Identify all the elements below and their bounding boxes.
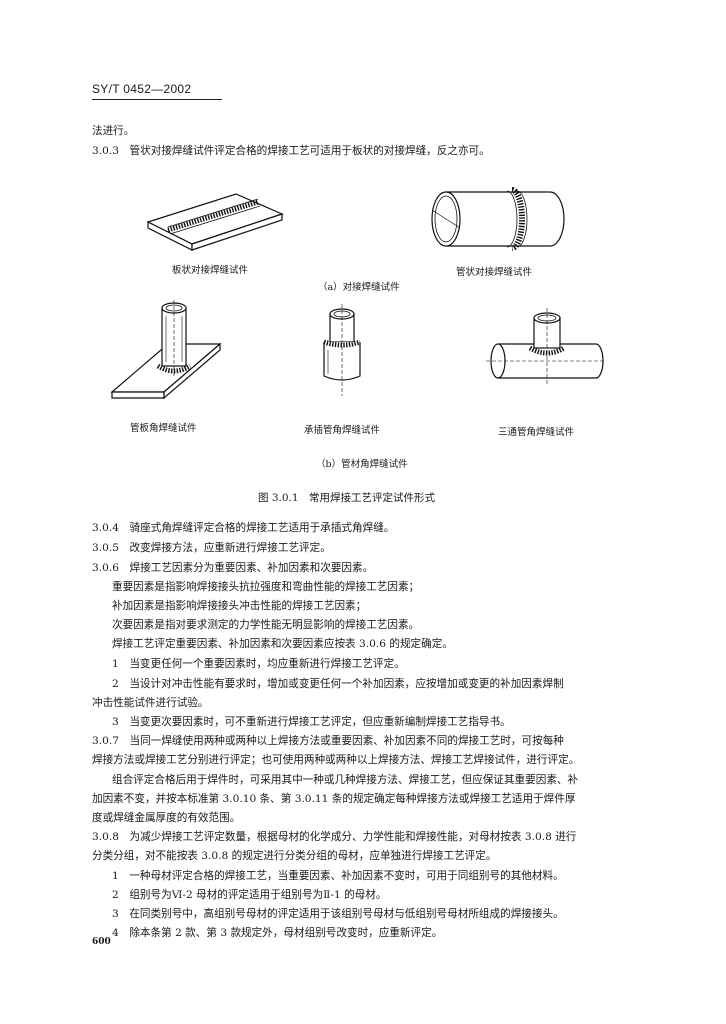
pipe-butt-weld-figure: [431, 187, 565, 251]
standard-code: SY/T 0452—2002: [92, 82, 192, 96]
list-item: 3 当变更次要因素时，可不重新进行焊接工艺评定，但应重新编制焊接工艺指导书。: [112, 716, 511, 728]
caption-tee: 三通管角焊缝试件: [498, 427, 575, 438]
clause-3-0-6: 3.0.6 焊接工艺因素分为重要因素、补加因素和次要因素。: [92, 562, 374, 574]
clause-3-0-4: 3.0.4 骑座式角焊缝评定合格的焊接工艺适用于承插式角焊缝。: [92, 522, 395, 534]
caption-socket: 承插管角焊缝试件: [304, 425, 381, 436]
text-line: 次要因素是指对要求测定的力学性能无明显影响的焊接工艺因素。: [112, 619, 420, 631]
header-rule: [92, 99, 222, 100]
list-item: 1 一种母材评定合格的焊接工艺，当重要因素、补加因素不变时，可用于同组别号的其他…: [112, 870, 564, 882]
list-item: 2 组别号为Ⅵ-2 母材的评定适用于组别号为Ⅱ-1 的母材。: [112, 889, 387, 901]
text-line: 法进行。: [92, 125, 135, 137]
text-line: 重要因素是指影响焊接接头抗拉强度和弯曲性能的焊接工艺因素；: [112, 581, 420, 593]
caption-pipe-plate: 管板角焊缝试件: [130, 423, 197, 434]
text-line: 焊接方法或焊接工艺分别进行评定；也可使用两种或两种以上焊接方法、焊接工艺焊接试件…: [92, 754, 580, 766]
list-item: 2 当设计对冲击性能有要求时，增加或变更任何一个补加因素，应按增加或变更的补加因…: [112, 678, 564, 690]
subcaption-a: （a）对接焊缝试件: [318, 282, 400, 293]
text-line: 加因素不变，并按本标准第 3.0.10 条、第 3.0.11 条的规定确定每种焊…: [92, 793, 576, 805]
tee-fillet-figure: [486, 308, 606, 386]
caption-pipe-butt: 管状对接焊缝试件: [456, 267, 533, 278]
text-line: 冲击性能试件进行试验。: [92, 697, 209, 709]
list-item: 4 除本条第 2 款、第 3 款规定外，母材组别号改变时，应重新评定。: [112, 927, 443, 939]
page-number: 600: [92, 937, 111, 947]
text-line: 焊接工艺评定重要因素、补加因素和次要因素应按表 3.0.6 的规定确定。: [112, 638, 453, 650]
socket-fillet-figure: [323, 304, 361, 396]
clause-3-0-8: 3.0.8 为减少焊接工艺评定数量，根据母材的化学成分、力学性能和焊接性能，对母…: [92, 831, 577, 843]
text-line: 补加因素是指影响焊接接头冲击性能的焊接工艺因素；: [112, 600, 367, 612]
text-line: 度或焊缝金属厚度的有效范围。: [92, 812, 241, 824]
list-item: 3 在同类别号中，高组别号母材的评定适用于该组别号母材与低组别号母材所组成的焊接…: [112, 908, 564, 920]
caption-plate-butt: 板状对接焊缝试件: [172, 265, 249, 276]
text-line: 分类分组，对不能按表 3.0.8 的规定进行分类分组的母材，应单独进行焊接工艺评…: [92, 850, 497, 862]
clause-3-0-5: 3.0.5 改变焊接方法，应重新进行焊接工艺评定。: [92, 542, 331, 554]
pipe-plate-fillet-figure: [110, 300, 222, 400]
subcaption-b: （b）管材角焊缝试件: [316, 459, 408, 470]
plate-butt-weld-figure: [146, 193, 284, 251]
text-line: 组合评定合格后用于焊件时，可采用其中一种或几种焊接方法、焊接工艺，但应保证其重要…: [112, 774, 579, 786]
list-item: 1 当变更任何一个重要因素时，均应重新进行焊接工艺评定。: [112, 658, 405, 670]
clause-3-0-7: 3.0.7 当同一焊缝使用两种或两种以上焊接方法或重要因素、补加因素不同的焊接工…: [92, 735, 564, 747]
clause-3-0-3: 3.0.3 管状对接焊缝试件评定合格的焊接工艺可适用于板状的对接焊缝，反之亦可。: [92, 145, 490, 157]
figure-title: 图 3.0.1 常用焊接工艺评定试件形式: [258, 492, 436, 504]
